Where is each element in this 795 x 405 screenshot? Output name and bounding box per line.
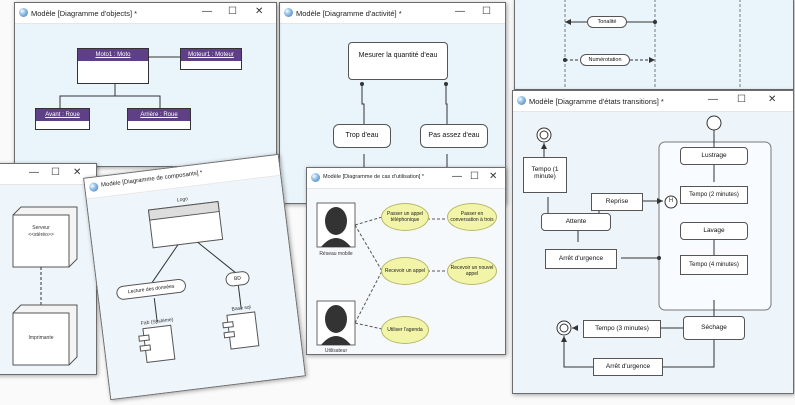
- window-title: Modèle [Diagramme d'activité] *: [296, 9, 402, 18]
- transition-arret-urgence-1[interactable]: Arrêt d'urgence: [545, 249, 617, 269]
- transition-tempo-2min[interactable]: Tempo (2 minutes): [680, 186, 748, 204]
- actor-utilisateur: Utilisateur: [324, 348, 348, 354]
- maximize-button[interactable]: ☐: [228, 6, 237, 17]
- object-avant[interactable]: Avant : Roue: [35, 108, 90, 130]
- message-tonalite[interactable]: Tonalité: [587, 16, 627, 28]
- object-moteur-name: Moteur1 : Moteur: [181, 49, 241, 61]
- close-button[interactable]: ✕: [255, 6, 264, 17]
- message-numerotation[interactable]: Numérotation: [580, 54, 630, 66]
- component-connectors: [138, 201, 260, 363]
- app-icon: [311, 173, 320, 182]
- usecase-connectors: [316, 202, 447, 346]
- minimize-button[interactable]: —: [29, 167, 39, 178]
- objects-connectors: [59, 56, 180, 108]
- state-lavage[interactable]: Lavage: [680, 222, 748, 240]
- close-button[interactable]: ✕: [489, 171, 498, 182]
- state-diagram-window[interactable]: Modèle [Diagramme d'états transitions] *…: [512, 90, 794, 394]
- minimize-button[interactable]: —: [708, 94, 718, 105]
- node-serveur[interactable]: Serveur: [32, 225, 50, 231]
- actor-reseau-mobile: Réseau mobile: [319, 251, 353, 257]
- usecase-title-bar[interactable]: Modèle [Diagramme de cas d'utilisation] …: [307, 168, 505, 189]
- deployment-diagram-window[interactable]: — ☐ ✕ Serveur <<stéréo>> Imprimante: [0, 163, 97, 375]
- node-serveur-stereotype: <<stéréo>>: [28, 232, 54, 238]
- state-lustrage[interactable]: Lustrage: [680, 147, 748, 165]
- maximize-button[interactable]: ☐: [482, 6, 491, 17]
- minimize-button[interactable]: —: [452, 171, 462, 182]
- object-arriere[interactable]: Arrière : Roue: [127, 108, 191, 130]
- transition-reprise[interactable]: Reprise: [591, 193, 643, 211]
- component-diagram-window[interactable]: Modèle [Diagramme de composants] * Logo …: [83, 153, 306, 401]
- close-button[interactable]: ✕: [768, 94, 777, 105]
- sequence-canvas[interactable]: Tonalité Numérotation: [515, 0, 793, 89]
- usecase-passer-appel[interactable]: Passer un appel téléphonique: [381, 203, 429, 231]
- object-moto-name: Moto1 : Moto: [78, 49, 148, 61]
- activity-title-bar[interactable]: Modèle [Diagramme d'activité] * — ☐: [280, 3, 505, 24]
- minimize-button[interactable]: —: [455, 6, 465, 17]
- node-pas-assez-eau[interactable]: Pas assez d'eau: [420, 124, 488, 148]
- window-title: Modèle [Diagramme de cas d'utilisation] …: [323, 174, 425, 180]
- window-title: Modèle [Diagramme d'objects] *: [31, 9, 138, 18]
- usecase-recevoir-appel[interactable]: Recevoir un appel: [381, 257, 429, 285]
- object-diagram-window[interactable]: Modèle [Diagramme d'objects] * — ☐ ✕ Mot…: [14, 2, 277, 167]
- close-button[interactable]: ✕: [73, 167, 82, 178]
- sequence-diagram-window[interactable]: Tonalité Numérotation: [514, 0, 794, 90]
- usecase-canvas[interactable]: Réseau mobile Utilisateur Passer un appe…: [307, 189, 505, 354]
- app-icon: [88, 182, 99, 193]
- window-title: Modèle [Diagramme d'états transitions] *: [529, 97, 664, 106]
- transition-tempo-3min[interactable]: Tempo (3 minutes): [583, 320, 661, 338]
- app-icon: [19, 8, 28, 17]
- node-mesurer[interactable]: Mesurer la quantité d'eau: [348, 42, 448, 80]
- node-trop-eau[interactable]: Trop d'eau: [333, 124, 391, 148]
- state-attente[interactable]: Attente: [541, 213, 611, 231]
- app-icon: [517, 96, 526, 105]
- component-canvas[interactable]: Logo Lecture des données BD Fab (Système…: [86, 175, 305, 400]
- deployment-title-bar[interactable]: — ☐ ✕: [0, 164, 96, 185]
- object-avant-name: Avant : Roue: [36, 109, 89, 121]
- maximize-button[interactable]: ☐: [470, 171, 479, 182]
- object-moteur[interactable]: Moteur1 : Moteur: [180, 48, 242, 70]
- object-arriere-name: Arrière : Roue: [128, 109, 190, 121]
- usecase-conversation-trois[interactable]: Passer en conversation à trois: [447, 203, 497, 231]
- maximize-button[interactable]: ☐: [737, 94, 746, 105]
- use-case-diagram-window[interactable]: Modèle [Diagramme de cas d'utilisation] …: [306, 167, 506, 355]
- deployment-connectors: [12, 206, 78, 366]
- objects-title-bar[interactable]: Modèle [Diagramme d'objects] * — ☐ ✕: [15, 3, 276, 24]
- activity-connectors: [360, 82, 448, 174]
- state-sechage[interactable]: Séchage: [683, 316, 745, 340]
- sequence-connectors: [563, 0, 741, 89]
- transition-tempo-4min[interactable]: Tempo (4 minutes): [680, 255, 748, 275]
- history-state[interactable]: H: [668, 198, 674, 204]
- objects-canvas[interactable]: Moto1 : Moto Moteur1 : Moteur Avant : Ro…: [15, 24, 276, 166]
- usecase-recevoir-nouvel-appel[interactable]: Recevoir un nouvel appel: [447, 257, 497, 285]
- minimize-button[interactable]: —: [202, 6, 212, 17]
- state-tempo-1min[interactable]: Tempo (1 minute): [523, 157, 567, 193]
- transition-arret-urgence-2[interactable]: Arrêt d'urgence: [593, 358, 663, 376]
- states-canvas[interactable]: Tempo (1 minute) Reprise H Attente Arrêt…: [513, 112, 793, 393]
- node-imprimante[interactable]: Imprimante: [28, 335, 54, 341]
- states-title-bar[interactable]: Modèle [Diagramme d'états transitions] *…: [513, 91, 793, 112]
- maximize-button[interactable]: ☐: [51, 167, 60, 178]
- deployment-canvas[interactable]: Serveur <<stéréo>> Imprimante: [0, 185, 96, 374]
- usecase-agenda[interactable]: Utiliser l'agenda: [381, 316, 429, 344]
- app-icon: [284, 8, 293, 17]
- window-title: Modèle [Diagramme de composants] *: [100, 170, 203, 189]
- object-moto[interactable]: Moto1 : Moto: [77, 48, 149, 84]
